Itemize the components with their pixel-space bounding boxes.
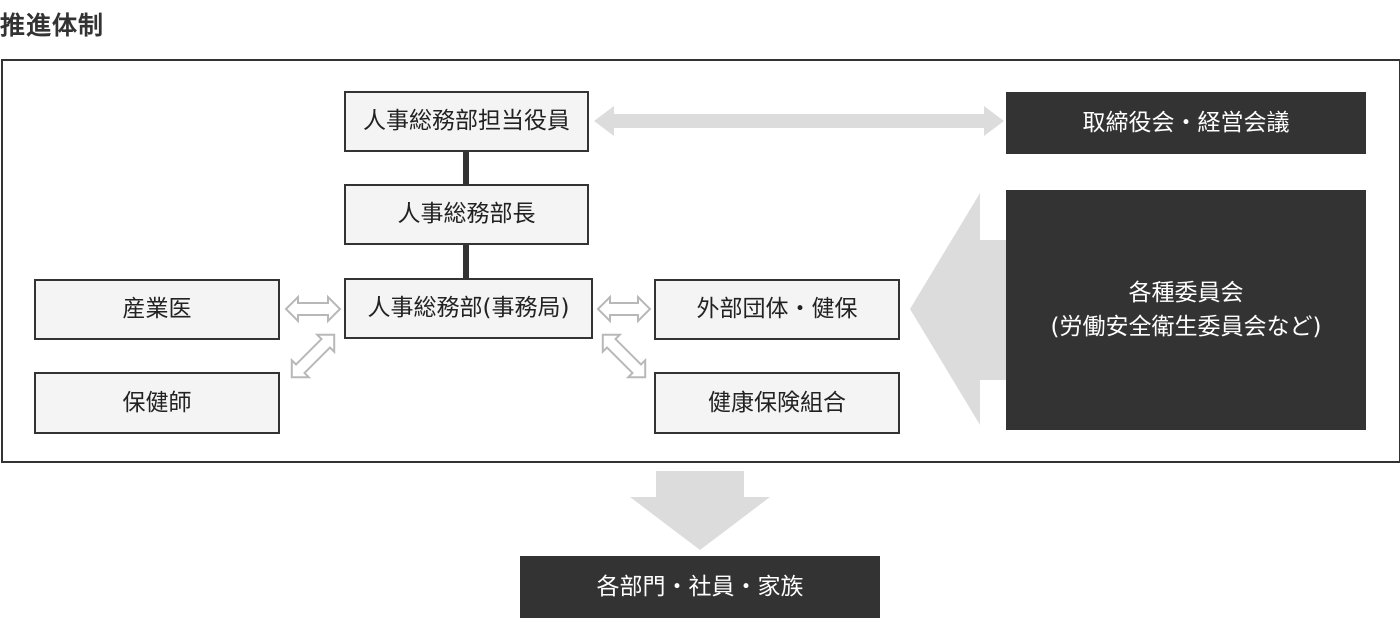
committees-subtitle: (労働安全衛生委員会など)	[1050, 314, 1322, 340]
double-arrow-doctor-secretariat	[284, 294, 342, 324]
node-general-manager: 人事総務部長	[344, 184, 589, 245]
committees-title: 各種委員会	[1128, 279, 1244, 306]
double-arrow-nurse-secretariat	[290, 333, 336, 379]
node-board: 取締役会・経営会議	[1006, 92, 1366, 154]
node-committees: 各種委員会 (労働安全衛生委員会など)	[1006, 190, 1366, 430]
node-industrial-doctor: 産業医	[34, 279, 280, 340]
node-external-organizations: 外部団体・健保	[654, 279, 900, 340]
line-gm-to-secretariat	[463, 244, 469, 280]
node-public-health-nurse: 保健師	[34, 372, 280, 434]
diagram-title: 推進体制	[0, 11, 105, 40]
committee-left-arrow	[910, 193, 1006, 425]
double-arrow-secretariat-external	[596, 294, 652, 324]
node-all-staff: 各部門・社員・家族	[520, 556, 880, 618]
double-arrow-officer-board	[594, 106, 1004, 136]
node-secretariat: 人事総務部(事務局)	[344, 278, 593, 339]
double-arrow-secretariat-insurance	[601, 333, 647, 379]
down-arrow-to-staff	[630, 471, 770, 550]
line-officer-to-gm	[463, 151, 469, 185]
node-health-insurance-union: 健康保険組合	[654, 372, 900, 434]
node-officer: 人事総務部担当役員	[344, 91, 589, 152]
